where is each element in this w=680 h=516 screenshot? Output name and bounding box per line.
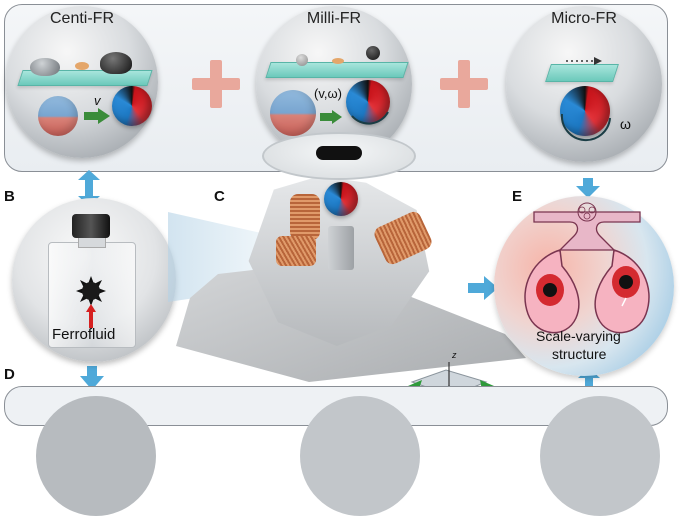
scale-varying-caption-line2: structure <box>552 346 607 362</box>
centi-fr-title: Centi-FR <box>49 10 114 27</box>
micro-plate <box>545 64 619 82</box>
label-b: B <box>4 188 15 205</box>
centi-velocity-symbol: v <box>94 93 101 108</box>
panel-d-circle-middle <box>300 396 420 516</box>
milli-green-arrow <box>320 110 342 124</box>
center-pillar <box>328 226 354 270</box>
centi-green-arrow <box>84 108 110 124</box>
down-arrow-a-e-icon <box>576 178 600 198</box>
milli-droplet-middle <box>332 58 344 64</box>
micro-fr-title: Micro-FR <box>551 10 617 27</box>
ferrofluid-bottle <box>48 242 136 348</box>
micro-fr-circle <box>506 6 662 162</box>
scale-varying-channel-diagram <box>524 202 650 334</box>
label-d: D <box>4 366 15 383</box>
centi-droplet-left <box>30 58 60 76</box>
red-pointer-arrow <box>86 304 96 328</box>
milli-translucent-ball <box>270 90 316 136</box>
coil-bottom-left <box>276 236 316 266</box>
milli-velocity-symbol: (v,ω) <box>314 86 342 101</box>
axis-z-label: z <box>452 350 457 360</box>
milli-droplet-right <box>366 46 380 60</box>
milli-plate <box>265 62 409 78</box>
micro-magnetic-ball <box>560 86 610 136</box>
ferrofluid-caption: Ferrofluid <box>52 326 116 343</box>
label-e: E <box>512 188 523 205</box>
micro-dotted-arrow <box>566 57 602 65</box>
milli-fr-title: Milli-FR <box>306 10 362 27</box>
milli-rotation-arc-icon <box>351 111 389 125</box>
centi-droplet-middle <box>75 62 89 70</box>
right-arrow-c-e-icon <box>468 276 498 300</box>
centi-droplet-right <box>100 52 132 74</box>
bottle-cap <box>72 214 110 238</box>
down-arrow-b-d-icon <box>80 366 104 390</box>
panel-d-circle-left <box>36 396 156 516</box>
micro-omega-symbol: ω <box>620 116 631 132</box>
panel-d-circle-right <box>540 396 660 516</box>
milli-droplet-left <box>296 54 308 66</box>
center-magnetic-ball <box>324 182 358 216</box>
centi-magnetic-ball <box>112 86 152 126</box>
scale-varying-caption-line1: Scale-varying <box>536 328 621 344</box>
plus-icon-1 <box>192 60 240 108</box>
micro-rotation-arc-icon <box>560 113 611 142</box>
double-arrow-a-b-icon <box>78 170 100 206</box>
label-c: C <box>214 188 225 205</box>
dish-black-shape <box>316 146 362 160</box>
plus-icon-2 <box>440 60 488 108</box>
coil-left <box>290 194 320 240</box>
centi-translucent-ball <box>38 96 78 136</box>
ferrofluid-spike-blob <box>76 276 106 306</box>
